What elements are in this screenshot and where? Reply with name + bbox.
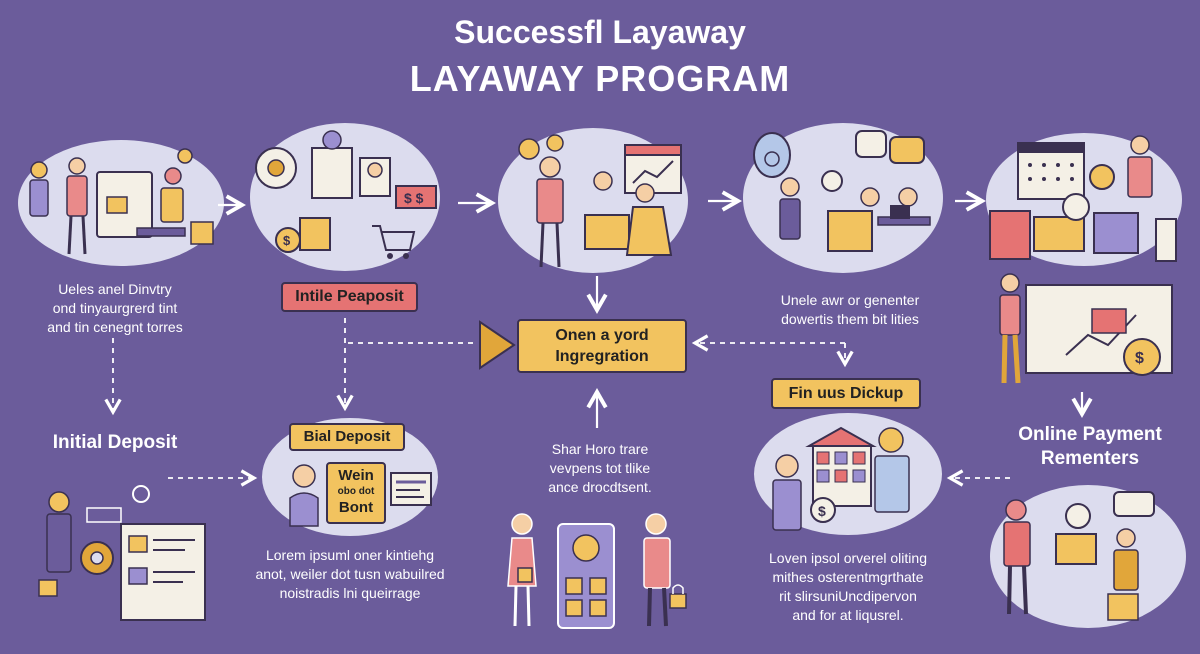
caption-line: Shar Horo trare xyxy=(551,441,649,457)
caption-line: dowertis them bit lities xyxy=(781,311,919,327)
title-line-2: LAYAWAY PROGRAM xyxy=(409,58,791,99)
caption-line: rit slirsuniUncdipervon xyxy=(779,588,917,604)
online-payment-line-2: Rementers xyxy=(1040,448,1140,469)
chart-icon xyxy=(1065,308,1137,356)
caption-line: vevpens tot tlike xyxy=(549,460,651,476)
sign-line-2: obo dot xyxy=(337,486,375,497)
gear-icon xyxy=(80,541,114,575)
svg-text:$ $: $ $ xyxy=(404,190,424,206)
dollar-coin-icon xyxy=(518,134,564,160)
sign-line-1: Wein xyxy=(338,467,374,484)
initial-deposit-heading: Initial Deposit xyxy=(52,432,178,453)
caption-center: Shar Horo trare vevpens tot tlike ance d… xyxy=(505,440,695,497)
caption-line: ance drocdtsent. xyxy=(548,479,652,495)
caption-line: ond tinyaurgrerd tint xyxy=(52,300,178,316)
caption-support: Unele awr or genenter dowertis them bit … xyxy=(750,291,950,329)
title-line-1: Successfl Layaway xyxy=(454,14,746,50)
deposit-illustration: $ $ $ xyxy=(255,130,437,259)
caption-line: Loven ipsol orverel oliting xyxy=(769,550,927,566)
intile-peaposit-box[interactable]: Intile Peaposit xyxy=(281,282,418,312)
center-step-line-1: Onen a yord xyxy=(555,327,649,344)
online-payment-line-1: Online Payment xyxy=(1018,424,1162,445)
sign-line-3: Bont xyxy=(338,499,374,516)
padlock-icon xyxy=(669,584,687,609)
caption-bial: Lorem ipsuml oner kintiehg anot, weiler … xyxy=(245,546,455,603)
pickup-illustration: $ xyxy=(772,426,910,531)
caption-line: noistradis lni queirrage xyxy=(279,585,421,601)
shopping-cart-icon xyxy=(372,225,416,259)
caption-line: Lorem ipsuml oner kintiehg xyxy=(265,547,435,563)
caption-customers: Ueles anel Dinvtry ond tinyaurgrerd tint… xyxy=(15,280,215,337)
online-payment-heading: Online Payment Rementers xyxy=(990,423,1190,471)
caption-line: mithes osterentmgrthate xyxy=(772,569,924,585)
customers-illustration xyxy=(29,148,214,255)
svg-text:$: $ xyxy=(283,233,291,248)
calendar-icon xyxy=(1017,142,1085,200)
bial-document-icon xyxy=(390,472,432,506)
svg-text:$: $ xyxy=(1135,350,1144,367)
payment-illustration xyxy=(1003,491,1155,621)
caption-line: and tin cenegnt torres xyxy=(47,319,183,335)
center-step-box[interactable]: Onen a yord Ingregration xyxy=(517,319,687,373)
presenter-illustration: $ xyxy=(999,273,1173,384)
calendar-illustration xyxy=(989,135,1177,262)
support-illustration xyxy=(753,130,931,252)
bial-sign-card: Wein obo dot Bont xyxy=(326,462,386,524)
caption-pickup: Loven ipsol orverel oliting mithes oster… xyxy=(748,549,948,625)
caption-line: anot, weiler dot tusn wabuilred xyxy=(255,566,445,582)
caption-line: Unele awr or genenter xyxy=(780,292,920,308)
svg-text:$: $ xyxy=(818,503,826,519)
store-illustration xyxy=(518,134,682,268)
caption-line: and for at liqusrel. xyxy=(792,607,904,623)
pickup-box[interactable]: Fin uus Dickup xyxy=(771,378,921,409)
bial-deposit-box[interactable]: Bial Deposit xyxy=(289,423,405,451)
kiosk-illustration xyxy=(507,513,687,629)
play-triangle-icon xyxy=(479,320,516,370)
bial-person xyxy=(289,464,319,527)
center-step-line-2: Ingregration xyxy=(555,348,649,365)
caption-line: Ueles anel Dinvtry xyxy=(58,281,172,297)
initial-deposit-illustration xyxy=(38,485,206,621)
